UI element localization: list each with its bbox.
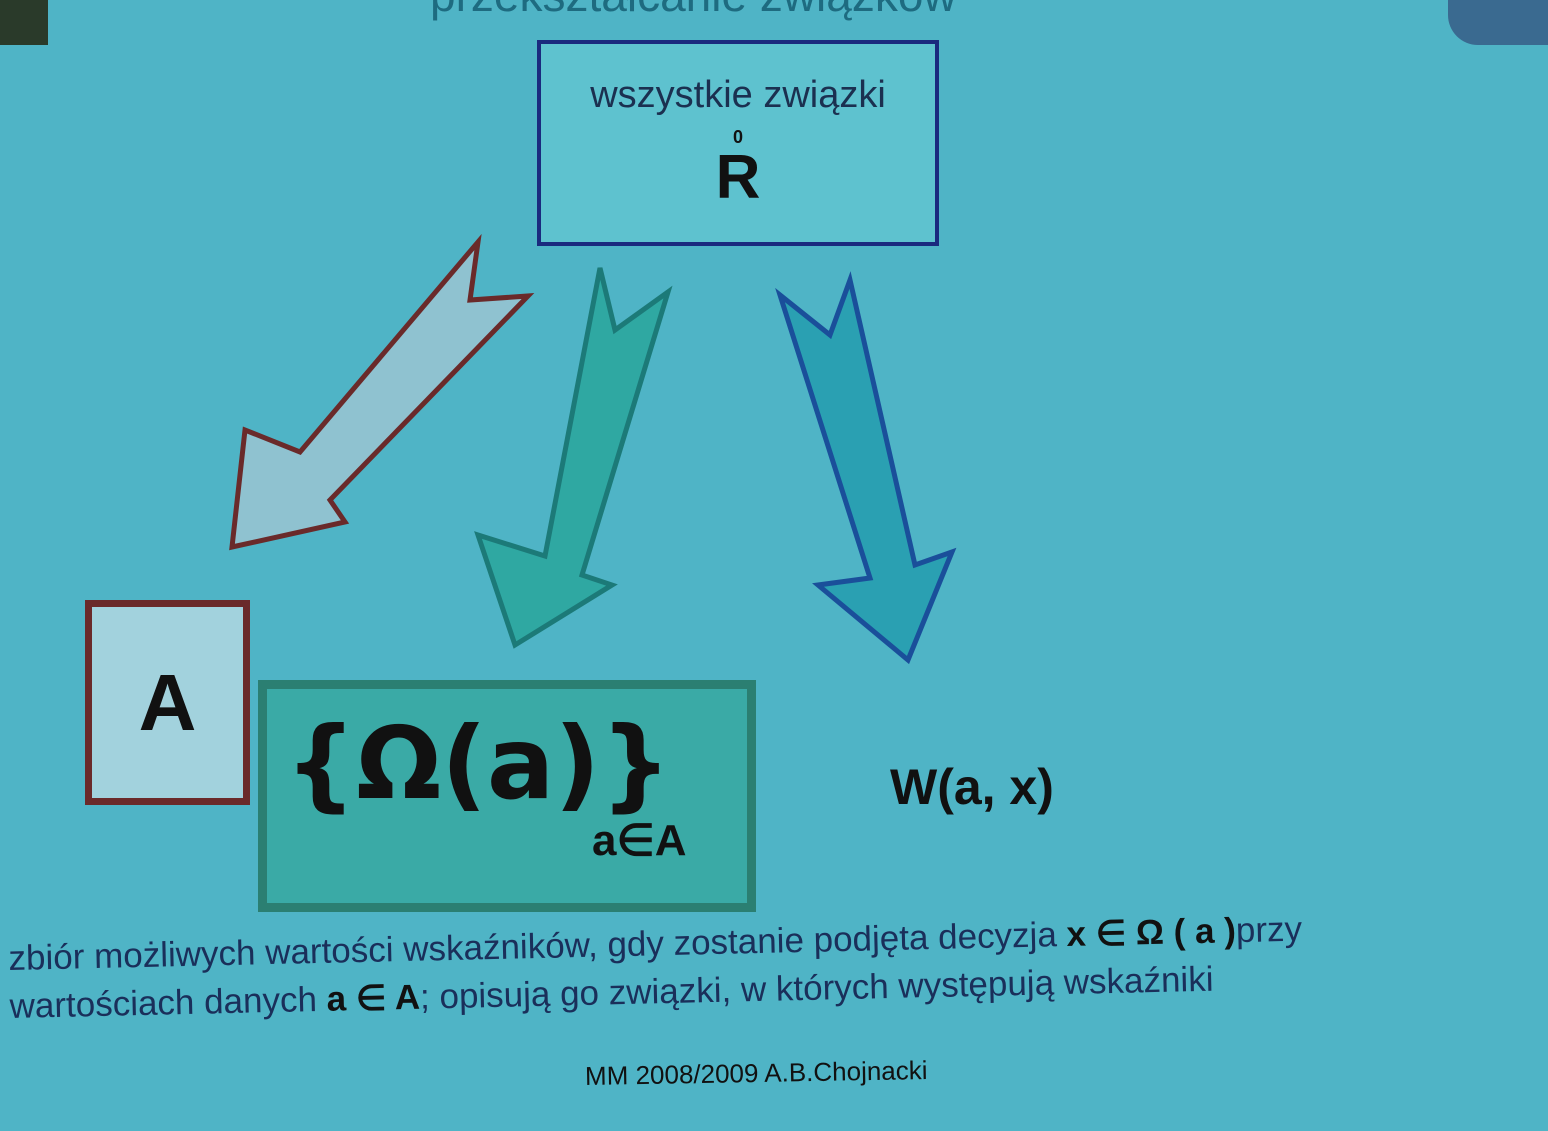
corner-logo-left	[0, 0, 48, 45]
all-relations-box: wszystkie związki 0 R	[537, 40, 939, 246]
desc-math: a ∈ A	[326, 977, 421, 1019]
a-symbol: A	[138, 657, 197, 747]
arrow-to-a	[229, 233, 535, 551]
ring-accent: 0	[732, 127, 743, 147]
omega-expression: {Ω(a)}	[285, 705, 672, 822]
arrow-to-w	[775, 271, 957, 665]
set-a-box: A	[85, 600, 250, 805]
omega-subscript: a∈A	[592, 816, 687, 865]
r-symbol: R	[715, 143, 761, 212]
desc-text: przy	[1235, 909, 1303, 951]
all-relations-label: wszystkie związki	[590, 74, 886, 116]
footer: MM 2008/2009 A.B.Chojnacki	[584, 1055, 928, 1091]
desc-text: wartościach danych	[9, 980, 318, 1026]
w-expression: W(a, x)	[890, 759, 1054, 815]
omega-box	[258, 680, 756, 912]
slide-title: przekształcanie związków	[430, 0, 957, 22]
desc-math: x ∈ Ω ( a )	[1066, 911, 1237, 954]
corner-logo-right	[1448, 0, 1548, 45]
arrow-to-omega	[474, 267, 673, 649]
